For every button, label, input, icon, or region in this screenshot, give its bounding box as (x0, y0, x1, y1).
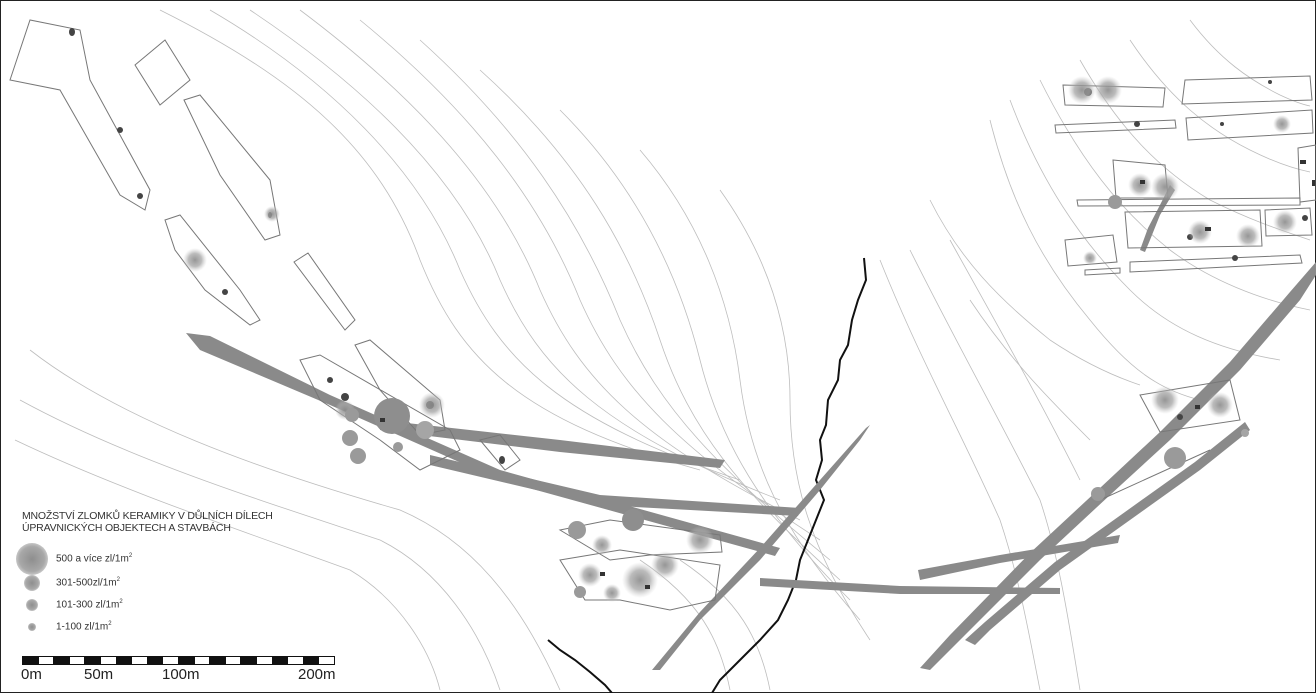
scale-segment (224, 656, 242, 665)
legend-label: 101-300 zl/1m2 (56, 599, 123, 611)
legend-item-500-plus: 500 a více zl/1m2 (16, 543, 342, 575)
scale-segment (318, 656, 335, 665)
legend-label: 1-100 zl/1m2 (56, 621, 112, 633)
legend-items: 500 a více zl/1m2 301-500zl/1m2 101-300 … (16, 543, 342, 638)
scale-label-100: 100m (162, 666, 200, 683)
feature-marks (69, 28, 1308, 464)
scale-segment (271, 656, 289, 665)
scale-segment (22, 656, 39, 665)
scale-segment (287, 656, 304, 665)
density-circle-large-icon (16, 543, 48, 575)
scale-label-0: 0m (21, 666, 42, 683)
ceramic-density-halos (183, 76, 1297, 602)
scale-segment (68, 656, 86, 665)
small-finds (380, 160, 1315, 589)
density-circle-small-icon (26, 599, 38, 611)
density-circle-tiny-icon (28, 623, 36, 631)
scale-labels: 0m 50m 100m 200m (21, 666, 352, 686)
scale-segment (100, 656, 117, 665)
scale-segment (84, 656, 101, 665)
legend-label: 500 a více zl/1m2 (56, 553, 133, 565)
legend-title-line-1: MNOŽSTVÍ ZLOMKŮ KERAMIKY V DŮLNÍCH DÍLEC… (22, 510, 273, 522)
scale-label-50: 50m (84, 666, 114, 683)
legend-label: 301-500zl/1m2 (56, 577, 120, 589)
legend-item-101-300: 101-300 zl/1m2 (22, 594, 342, 616)
contour-lines (14, 9, 1311, 691)
scale-segment (240, 656, 257, 665)
scale-segment (131, 656, 148, 665)
density-circle-medium-icon (24, 575, 40, 591)
scale-segment (146, 656, 164, 665)
scale-label-200: 200m (298, 666, 336, 683)
scale-segment (53, 656, 70, 665)
legend-title-line-2: ÚPRAVNICKÝCH OBJEKTECH A STAVBÁCH (22, 522, 231, 534)
legend: MNOŽSTVÍ ZLOMKŮ KERAMIKY V DŮLNÍCH DÍLEC… (16, 510, 342, 638)
scale-segment (256, 656, 273, 665)
scale-segment (115, 656, 133, 665)
legend-title: MNOŽSTVÍ ZLOMKŮ KERAMIKY V DŮLNÍCH DÍLEC… (22, 510, 342, 534)
scale-segment (302, 656, 320, 665)
scale-segment (193, 656, 211, 665)
excavation-outlines (9, 19, 1316, 611)
legend-item-1-100: 1-100 zl/1m2 (22, 616, 342, 638)
legend-item-301-500: 301-500zl/1m2 (22, 572, 342, 594)
ridge-lines (547, 257, 868, 693)
scale-segment (209, 656, 226, 665)
scale-segment (178, 656, 195, 665)
mineral-veins (186, 185, 1316, 670)
scale-segment (162, 656, 179, 665)
scale-bar (22, 656, 335, 666)
scale-segment (37, 656, 55, 665)
